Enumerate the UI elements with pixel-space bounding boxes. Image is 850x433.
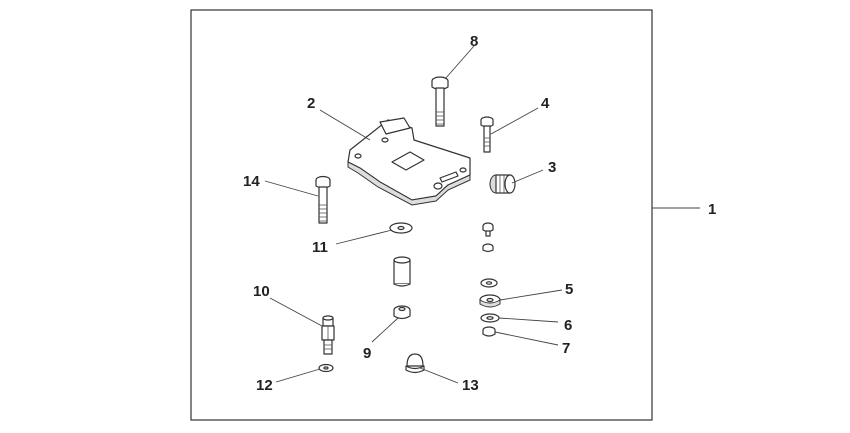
leader-13 bbox=[419, 367, 459, 384]
small-screw bbox=[482, 222, 494, 237]
part-5-spacer bbox=[479, 294, 501, 308]
leader-10 bbox=[269, 297, 323, 327]
callout-14: 14 bbox=[243, 173, 260, 190]
part-9-nut bbox=[393, 305, 411, 320]
leader-12 bbox=[275, 368, 321, 383]
part-6-washer bbox=[480, 313, 500, 323]
leader-11 bbox=[335, 229, 393, 245]
washer-top bbox=[480, 278, 498, 288]
part-13-cap-nut bbox=[405, 353, 425, 374]
leader-lines bbox=[264, 45, 700, 384]
callout-10: 10 bbox=[253, 283, 270, 300]
leader-2 bbox=[319, 109, 371, 141]
leader-7 bbox=[494, 331, 559, 346]
leader-6 bbox=[498, 317, 559, 323]
leader-4 bbox=[490, 107, 539, 135]
part-12-washer bbox=[318, 363, 334, 373]
callout-6: 6 bbox=[564, 317, 572, 334]
part-10-stud bbox=[321, 315, 335, 355]
part-8-bolt bbox=[431, 76, 449, 127]
callout-13: 13 bbox=[462, 377, 479, 394]
small-nut bbox=[482, 243, 494, 253]
callout-12: 12 bbox=[256, 377, 273, 394]
part-4-bolt bbox=[480, 116, 494, 153]
callout-4: 4 bbox=[541, 95, 550, 112]
callout-11: 11 bbox=[312, 239, 328, 256]
part-14-bolt bbox=[315, 175, 331, 224]
part-7-nut bbox=[482, 326, 496, 337]
leader-8 bbox=[444, 45, 475, 80]
leader-9 bbox=[371, 317, 399, 343]
part-2-bracket-plate bbox=[347, 117, 471, 206]
callout-8: 8 bbox=[470, 33, 478, 50]
callout-3: 3 bbox=[548, 159, 556, 176]
part-11-washer bbox=[389, 222, 413, 234]
callout-1: 1 bbox=[708, 201, 716, 218]
callout-9: 9 bbox=[363, 345, 371, 362]
leader-3 bbox=[511, 169, 544, 184]
part-3-grommet bbox=[489, 174, 516, 194]
leader-5 bbox=[499, 289, 563, 301]
diagram-frame bbox=[190, 9, 653, 421]
leader-14 bbox=[264, 180, 319, 197]
callout-labels: 1 2 3 4 5 6 7 8 9 10 11 12 13 14 bbox=[243, 33, 716, 394]
callout-2: 2 bbox=[307, 95, 315, 112]
spacer-collar bbox=[393, 256, 411, 287]
callout-5: 5 bbox=[565, 281, 573, 298]
callout-7: 7 bbox=[562, 340, 570, 357]
